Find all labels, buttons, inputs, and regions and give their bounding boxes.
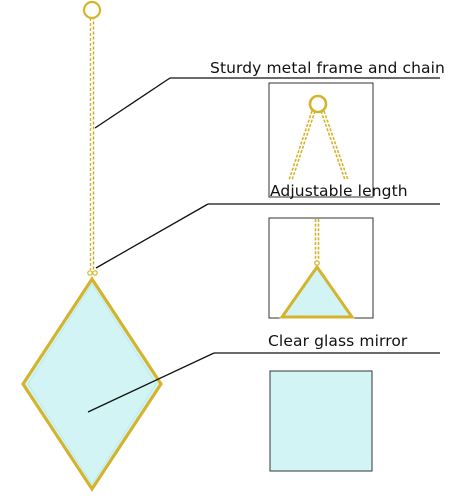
detail-panel-ring-chain [268,82,374,198]
main-chain-icon [89,18,95,270]
detail-panel-glass [269,370,373,472]
detail-mirror-tip [279,264,355,319]
detail-ring-icon [308,94,328,114]
leader-line-adjustable-length [95,203,440,269]
hanging-ring-icon [82,0,102,20]
chain-clasp-icon [87,270,98,276]
leader-line-clear-glass [87,352,440,413]
callout-adjustable-length: Adjustable length [270,182,408,200]
detail-chain-icon [288,110,349,181]
diamond-mirror-inner-edge [27,283,157,485]
detail-chain-short-icon [314,219,320,260]
callout-metal-frame: Sturdy metal frame and chain [210,59,445,77]
detail-panel-adjustable [268,217,374,319]
callout-clear-glass: Clear glass mirror [268,332,408,350]
main-mirror-illustration [21,0,163,492]
leader-line-metal-frame [94,77,440,129]
diamond-mirror-glass [21,276,163,492]
